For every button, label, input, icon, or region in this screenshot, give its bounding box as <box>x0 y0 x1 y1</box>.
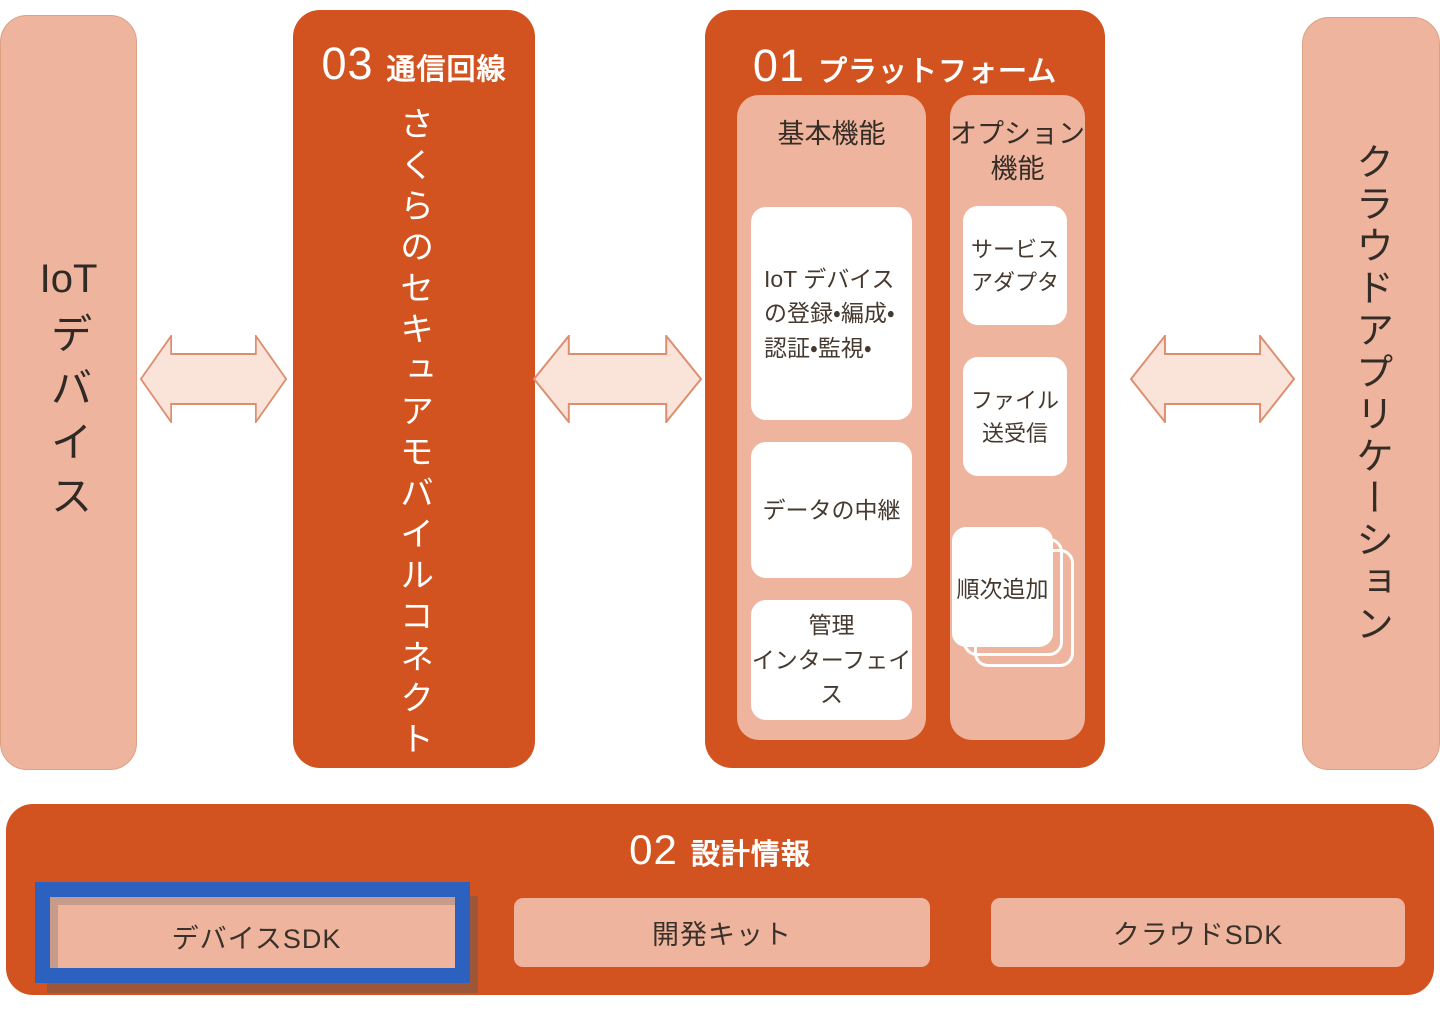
feature-box-stack: 順次追加 <box>952 527 1078 673</box>
design-info-block: 02 設計情報 デバイスSDK 開発キット クラウドSDK <box>6 804 1434 995</box>
section-number: 03 <box>321 38 374 89</box>
development-kit-box: 開発キット <box>514 898 930 967</box>
cloud-application-block: クラウドアプリケーション <box>1302 17 1440 770</box>
feature-box-device-management: IoT デバイス の登録・編成・ 認証・監視・ <box>751 207 912 420</box>
cloud-sdk-box: クラウドSDK <box>991 898 1405 967</box>
communication-line-block: 03 通信回線 さくらのセキュアモバイルコネクト <box>293 10 535 768</box>
section-label: 設計情報 <box>690 839 811 871</box>
communication-line-header: 03 通信回線 <box>321 38 506 90</box>
feature-box-file-transfer: ファイル 送受信 <box>963 357 1067 476</box>
feature-box-sequential-addition: 順次追加 <box>952 527 1053 647</box>
section-number: 01 <box>752 40 805 91</box>
iot-device-label-kana: デバイス <box>45 312 92 528</box>
section-label: 通信回線 <box>386 54 507 86</box>
platform-header: 01 プラットフォーム <box>705 40 1105 92</box>
arrow-platform-cloud <box>1130 335 1295 423</box>
double-arrow-icon <box>533 335 702 423</box>
highlight-box-device-sdk[interactable]: デバイスSDK <box>35 882 470 983</box>
arrow-line-platform <box>533 335 702 423</box>
double-arrow-icon <box>1130 335 1295 423</box>
section-number: 02 <box>629 826 678 873</box>
optional-functions-title: オプション 機能 <box>950 119 1085 185</box>
secure-mobile-connect-label: さくらのセキュアモバイルコネクト <box>394 106 433 762</box>
section-label: プラットフォーム <box>817 56 1058 88</box>
iot-device-label-latin: IoT <box>39 257 98 301</box>
basic-functions-title: 基本機能 <box>777 119 886 149</box>
optional-functions-panel: オプション 機能 サービス アダプタ ファイル 送受信 順次追加 <box>950 95 1085 740</box>
feature-box-service-adapter: サービス アダプタ <box>963 206 1067 325</box>
feature-box-management-interface: 管理 インターフェイス <box>751 600 912 720</box>
cloud-application-label: クラウドアプリケーション <box>1349 141 1392 646</box>
iot-device-block: IoT デバイス <box>0 15 137 770</box>
design-info-header: 02 設計情報 <box>6 826 1434 874</box>
double-arrow-icon <box>140 335 287 423</box>
platform-block: 01 プラットフォーム 基本機能 IoT デバイス の登録・編成・ 認証・監視・… <box>705 10 1105 768</box>
basic-functions-panel: 基本機能 IoT デバイス の登録・編成・ 認証・監視・ データの中継 管理 イ… <box>737 95 926 740</box>
arrow-device-line <box>140 335 287 423</box>
feature-box-data-relay: データの中継 <box>751 442 912 578</box>
device-sdk-box[interactable]: デバイスSDK <box>50 897 455 968</box>
